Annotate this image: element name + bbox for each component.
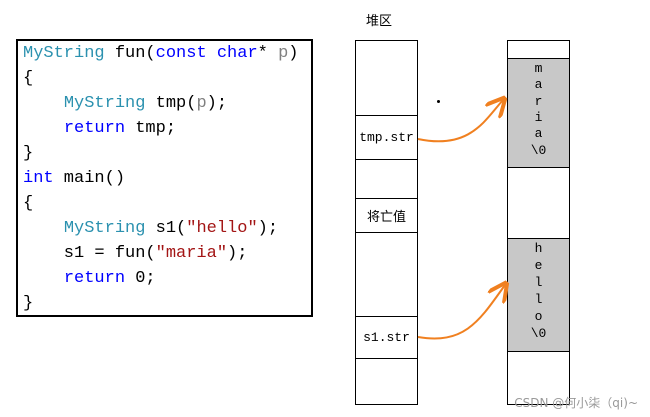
code-token: * [257,44,279,63]
stack-cell-s1-str: s1.str [356,316,417,359]
code-line: } [23,144,33,164]
stack-cell-dying-value: 将亡值 [356,198,417,233]
code-token: ); [257,219,279,238]
code-line: int main() [23,169,125,189]
code-token: ); [206,94,228,113]
code-token: ); [227,244,248,263]
heap-char: \0 [530,326,547,341]
watermark: CSDN @何小柒（qi)~ [514,396,638,410]
code-token: const [155,44,207,63]
code-token: { [23,69,34,88]
code-line: return 0; [23,269,156,289]
code-token: { [23,194,34,213]
arrow-s1-to-hello [417,285,505,340]
code-line: { [23,194,33,214]
arrow-tmp-to-maria [417,100,503,143]
heap-char: e [534,258,543,273]
heap-char: l [534,275,543,290]
code-token: "hello" [186,219,258,238]
heap-label: 堆区 [366,14,393,29]
code-token: return [63,119,126,138]
heap-char: o [534,309,543,324]
heap-char: i [534,110,543,125]
code-line: MyString s1("hello"); [23,219,278,239]
heap-char: a [534,77,543,93]
heap-char: m [534,61,543,76]
stack-column: tmp.str 将亡值 s1.str [355,40,418,405]
code-line: return tmp; [23,119,176,139]
code-token: p [196,94,207,113]
code-token: fun( [104,44,156,63]
code-token: return [63,269,126,288]
dot-mark [437,100,440,103]
code-token: MyString [63,219,146,238]
code-line: } [23,294,33,314]
code-token: MyString [23,44,105,63]
heap-char: l [534,292,543,307]
code-token: 0; [125,269,156,288]
code-token: s1 = fun( [23,244,156,263]
code-token: ) [288,44,299,63]
code-token: tmp; [125,119,177,138]
code-token: main() [53,169,126,188]
stack-cell-tmp-str: tmp.str [356,115,417,160]
code-token: } [23,294,34,313]
code-token: int [23,169,54,188]
heap-char: r [534,93,543,109]
code-panel: MyString fun(const char* p) { MyString tm… [16,39,313,317]
heap-char: h [534,241,543,256]
code-token: p [278,44,289,63]
code-line: MyString tmp(p); [23,94,227,114]
code-token: s1( [145,219,187,238]
code-token: } [23,144,34,163]
code-line: { [23,69,33,89]
code-line: s1 = fun("maria"); [23,244,248,264]
code-token: tmp( [145,94,197,113]
heap-char: a [534,126,543,142]
code-line: MyString fun(const char* p) [23,44,298,64]
code-token: "maria" [155,244,228,263]
code-token: MyString [63,94,146,113]
code-token: char [216,44,258,63]
heap-char: \0 [530,142,547,158]
